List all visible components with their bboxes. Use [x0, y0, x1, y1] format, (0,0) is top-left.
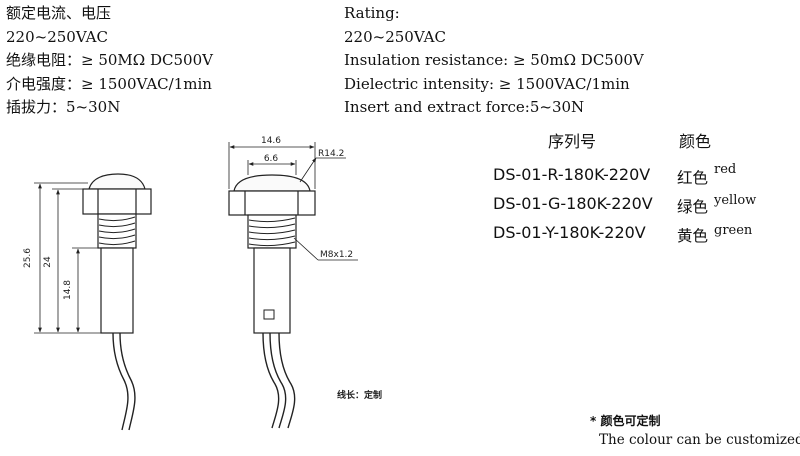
table-row-color-zh: 红色: [677, 169, 709, 187]
table-row-model: DS-01-G-180K-220V: [493, 194, 653, 213]
side-view-body: [100, 247, 134, 334]
dim-label-total-height: 25.6: [23, 248, 33, 268]
table-row-color-en: red: [714, 162, 737, 177]
spec-force-cn: 插拔力：5~30N: [6, 98, 121, 116]
table-row-color-en: yellow: [714, 193, 757, 208]
spec-rating-value-cn: 220~250VAC: [6, 27, 108, 46]
spec-rating-label-cn: 额定电流、电压: [6, 4, 112, 22]
leader-thread: [293, 237, 319, 261]
spec-rating-label-en: Rating:: [344, 4, 400, 22]
table-header-model: 序列号: [548, 132, 597, 151]
leader-radius: [299, 157, 317, 183]
table-row-color-en: green: [714, 223, 753, 238]
side-view-hex-head: [82, 188, 152, 215]
dim-label-thread-spec: M8x1.2: [320, 250, 353, 260]
wire-length-note: 线长：定制: [337, 389, 382, 401]
spec-insulation-en: Insulation resistance: ≥ 50mΩ DC500V: [344, 51, 644, 69]
front-view-hex-head: [228, 190, 316, 216]
footnote-english: The colour can be customized: [599, 432, 800, 448]
spec-rating-value-en: 220~250VAC: [344, 27, 446, 46]
side-view-cap: [88, 173, 146, 190]
side-view: [82, 173, 152, 431]
side-view-dimensions: [34, 182, 101, 334]
front-view-wire-1: [262, 332, 280, 429]
spec-force-en: Insert and extract force:5~30N: [344, 98, 585, 116]
front-view-wire-3: [278, 332, 296, 429]
specs-chinese: 额定电流、电压 220~250VAC 绝缘电阻：≥ 50MΩ DC500V 介电…: [6, 2, 213, 120]
spec-dielectric-en: Dielectric intensity: ≥ 1500VAC/1min: [344, 74, 630, 93]
spec-dielectric-cn: 介电强度：≥ 1500VAC/1min: [6, 74, 212, 93]
table-row-color-zh: 绿色: [677, 198, 709, 216]
footnote-chinese: * 颜色可定制: [590, 414, 661, 428]
side-view-wire-1: [112, 332, 129, 431]
dim-label-thread-width: 6.6: [264, 154, 279, 164]
specs-english: Rating: 220~250VAC Insulation resistance…: [344, 2, 644, 120]
front-view-dimensions: [228, 142, 358, 261]
front-view-body: [253, 247, 291, 334]
spec-insulation-cn: 绝缘电阻：≥ 50MΩ DC500V: [6, 51, 213, 69]
dim-label-radius: R14.2: [318, 149, 344, 159]
front-view-cap: [233, 174, 311, 192]
side-view-wire-2: [119, 332, 136, 431]
dim-label-head-width: 14.6: [261, 136, 281, 146]
dim-label-lower-height: 14.8: [63, 280, 73, 300]
front-view: [228, 174, 316, 429]
front-view-slot: [263, 309, 275, 320]
side-view-thread-lines: [98, 216, 136, 246]
dim-label-body-height: 24: [43, 256, 53, 268]
table-header-color: 颜色: [679, 132, 712, 151]
table-row-model: DS-01-Y-180K-220V: [493, 223, 646, 242]
front-view-thread-lines: [248, 217, 296, 247]
front-view-wire-2: [269, 332, 287, 429]
table-row-model: DS-01-R-180K-220V: [493, 165, 651, 184]
table-row-color-zh: 黄色: [677, 227, 709, 245]
